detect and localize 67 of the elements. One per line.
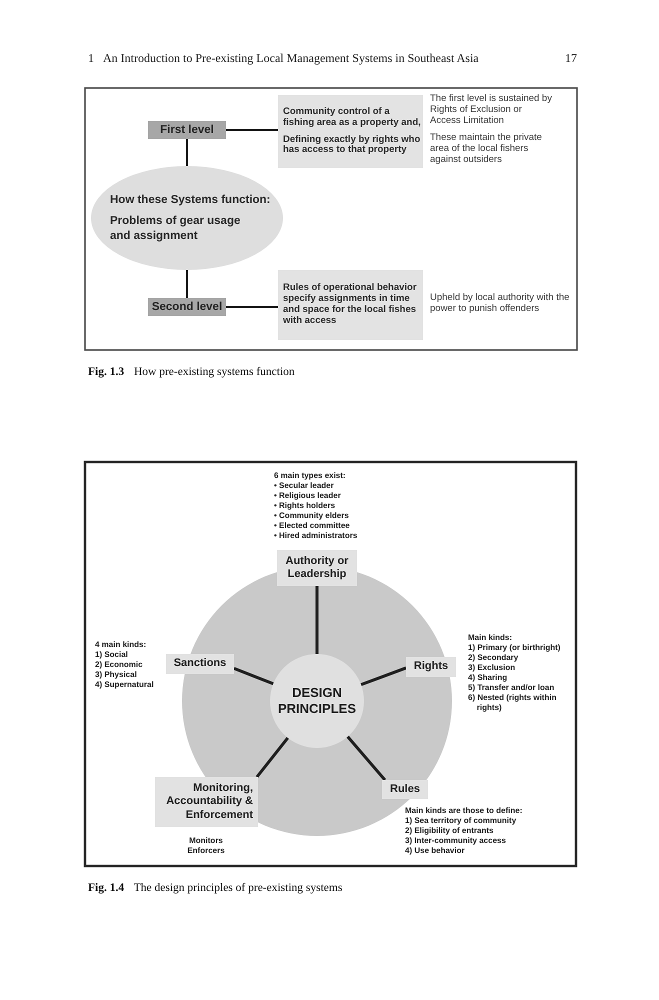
running-header: An Introduction to Pre-existing Local Management Systems in Southeast Asia [103, 51, 479, 65]
box-text: Defining exactly by rights who has access to that property [283, 134, 422, 156]
list-item: Monitors [189, 836, 223, 846]
circle-label: DESIGN PRINCIPLES [276, 685, 357, 717]
ellipse-text: Problems of gear usage and assignment [110, 214, 242, 244]
box-label: Second level [152, 300, 222, 314]
note-text: These maintain the private area of the local fishers against outsiders [430, 132, 543, 165]
center-circle [270, 654, 364, 748]
list-item: 5) Transfer and/or loan [468, 683, 554, 693]
description-box [278, 95, 423, 168]
list-item: 3) Exclusion [468, 663, 516, 673]
list-item: 1) Primary (or birthright) [468, 643, 560, 653]
list-item: • Elected committee [274, 521, 350, 531]
box-label: Monitoring, Accountability & Enforcement [165, 782, 253, 822]
note-text: Upheld by local authority with the power to punish offenders [430, 292, 570, 314]
description-box [278, 270, 423, 340]
list-item: • Rights holders [274, 501, 336, 511]
list-item: 2) Economic [95, 660, 143, 670]
list-item: 4) Supernatural [95, 680, 154, 690]
principle-box [166, 654, 234, 674]
list-item: 4) Sharing [468, 673, 508, 683]
principle-box [406, 657, 456, 677]
list-item: • Religious leader [274, 491, 341, 501]
level-box [148, 121, 226, 139]
connector-line [226, 129, 278, 131]
box-text: Community control of a fishing area as a property and, [283, 106, 422, 128]
figure-caption: Fig. 1.4 The design principles of pre-existing systems [88, 881, 342, 895]
list-item: 3) Physical [95, 670, 137, 680]
connector-line [346, 736, 386, 781]
figure-caption: Fig. 1.3 How pre-existing systems function [88, 365, 295, 379]
list-item: 3) Inter-community access [405, 836, 506, 846]
connector-line [226, 306, 278, 308]
principle-box [155, 777, 258, 827]
list-item: • Secular leader [274, 481, 334, 491]
note-text: The first level is sustained by Rights of Exclusion or Access Limitation [430, 93, 553, 126]
list-item: 1) Sea territory of community [405, 816, 516, 826]
box-label: Rights [414, 660, 448, 674]
box-label: Rules [390, 782, 420, 796]
box-label: First level [160, 123, 214, 137]
connector-line [186, 139, 188, 166]
list-heading: 6 main types exist: [274, 471, 346, 481]
topic-ellipse [91, 166, 283, 270]
list-item: • Community elders [274, 511, 349, 521]
list-heading: Main kinds: [468, 633, 512, 643]
list-item: 2) Secondary [468, 653, 518, 663]
box-label: Sanctions [174, 657, 226, 671]
chapter-number: 1 [88, 51, 94, 65]
list-item: 2) Eligibility of entrants [405, 826, 494, 836]
page-number: 17 [565, 51, 577, 65]
principle-box [382, 780, 428, 799]
list-item: 1) Social [95, 650, 128, 660]
list-item: 6) Nested (rights within rights) [468, 693, 558, 713]
list-item: • Hired administrators [274, 531, 358, 541]
box-text: Rules of operational behavior specify assignments in time and space for the local fishes with access [283, 283, 418, 327]
list-heading: Main kinds are those to define: [405, 806, 522, 816]
level-box [148, 298, 226, 316]
list-item: 4) Use behavior [405, 846, 465, 856]
ellipse-heading: How these Systems function: [110, 192, 270, 208]
list-item: Enforcers [187, 846, 225, 856]
connector-line [186, 270, 188, 298]
connector-line [256, 736, 290, 778]
connector-line [360, 666, 407, 686]
connector-line [233, 666, 274, 686]
connector-line [316, 586, 318, 654]
list-heading: 4 main kinds: [95, 640, 146, 650]
box-label: Authority or Leadership [284, 554, 350, 582]
principle-box [277, 550, 357, 586]
